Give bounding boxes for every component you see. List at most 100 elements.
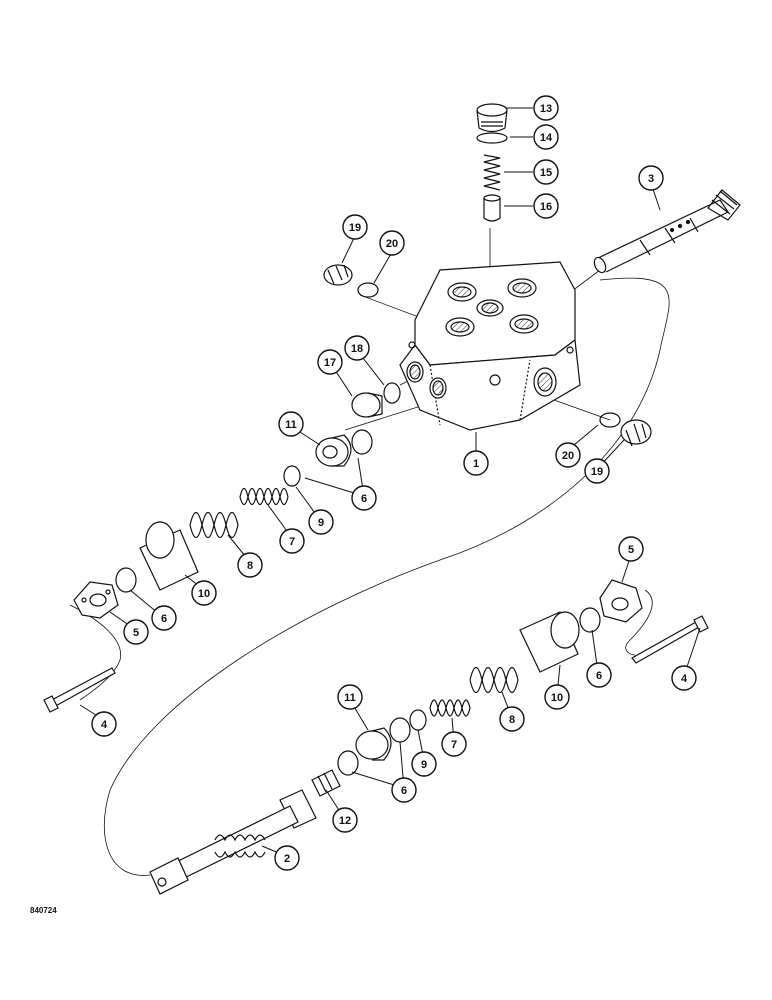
callout-markers: 13 14 15 16 3 19 20 17 18 11 1 20 19 6 9… (91, 95, 697, 871)
svg-text:7: 7 (451, 739, 457, 751)
o-ring-6-lower-extra (337, 750, 359, 776)
spring-7-upper (239, 487, 289, 506)
spool-3 (593, 189, 741, 274)
adapter-12 (311, 769, 341, 797)
plug-17 (351, 392, 383, 418)
o-ring-6-lower-outer (579, 607, 601, 633)
o-ring-20-lower (599, 412, 621, 428)
callout-2: 2 (274, 845, 300, 871)
svg-text:5: 5 (133, 627, 139, 639)
retainer-11-lower (355, 727, 392, 761)
callout-17: 17 (317, 349, 343, 375)
bolt-4-left (43, 667, 116, 713)
callouts (79, 107, 701, 857)
callout-6-upper-inner: 6 (351, 485, 377, 511)
svg-text:13: 13 (540, 103, 552, 115)
plug-19-upper (323, 264, 353, 286)
svg-text:4: 4 (681, 673, 688, 685)
svg-text:20: 20 (562, 450, 574, 462)
spring-8-lower (469, 666, 519, 694)
callout-16: 16 (533, 193, 559, 219)
o-ring-20-upper (357, 282, 379, 298)
svg-text:16: 16 (540, 201, 552, 213)
svg-text:2: 2 (284, 853, 290, 865)
poppet-16 (483, 194, 501, 222)
svg-text:6: 6 (161, 613, 167, 625)
svg-text:7: 7 (289, 536, 295, 548)
washer-9-upper (283, 465, 301, 487)
spring-15 (483, 154, 501, 191)
callout-5-upper: 5 (123, 619, 149, 645)
retainer-11-upper (315, 434, 352, 467)
callout-12: 12 (332, 807, 358, 833)
callout-20-lower: 20 (555, 442, 581, 468)
svg-text:4: 4 (101, 719, 108, 731)
spring-7-lower (429, 699, 471, 717)
callout-19-upper: 19 (342, 214, 368, 240)
sleeve-10-upper (139, 521, 199, 591)
svg-text:10: 10 (551, 692, 563, 704)
spool-assembly-2 (149, 789, 317, 895)
callout-18: 18 (344, 335, 370, 361)
svg-text:8: 8 (509, 714, 515, 726)
figure-id: 840724 (30, 906, 57, 915)
o-ring-18 (383, 382, 401, 404)
svg-text:14: 14 (540, 132, 553, 144)
callout-8-lower: 8 (499, 706, 525, 732)
valve-body-1 (399, 261, 581, 431)
callout-1: 1 (463, 450, 489, 476)
o-ring-6-upper-outer (115, 567, 137, 593)
callout-13: 13 (533, 95, 559, 121)
callout-9-upper: 9 (308, 509, 334, 535)
spring-8-upper (189, 511, 239, 539)
callout-9-lower: 9 (411, 751, 437, 777)
callout-15: 15 (533, 159, 559, 185)
svg-text:8: 8 (247, 560, 253, 572)
svg-text:5: 5 (628, 544, 634, 556)
assembly-guide-lines (69, 228, 670, 876)
callout-5-lower: 5 (618, 536, 644, 562)
svg-text:12: 12 (339, 815, 351, 827)
plug-19-lower (620, 419, 652, 447)
callout-6-upper-outer: 6 (151, 605, 177, 631)
svg-text:3: 3 (648, 173, 654, 185)
bolt-4-right (631, 615, 709, 664)
svg-text:15: 15 (540, 167, 552, 179)
callout-3: 3 (638, 165, 664, 191)
callout-14: 14 (533, 124, 559, 150)
svg-text:19: 19 (349, 222, 361, 234)
callout-8-upper: 8 (237, 552, 263, 578)
end-cap-5-upper (73, 581, 119, 619)
callout-11-upper: 11 (278, 411, 304, 437)
callout-10-lower: 10 (544, 684, 570, 710)
svg-text:20: 20 (386, 238, 398, 250)
sleeve-10-lower (519, 611, 580, 673)
svg-text:1: 1 (473, 458, 479, 470)
washer-9-lower (409, 709, 427, 731)
callout-11-lower: 11 (337, 684, 363, 710)
callout-4-left: 4 (91, 711, 117, 737)
svg-text:18: 18 (351, 343, 363, 355)
svg-text:9: 9 (421, 759, 427, 771)
end-cap-5-lower (599, 579, 643, 623)
svg-text:9: 9 (318, 517, 324, 529)
svg-text:19: 19 (591, 466, 603, 478)
svg-text:10: 10 (198, 588, 210, 600)
callout-6-lower-inner: 6 (391, 777, 417, 803)
svg-text:11: 11 (344, 692, 356, 704)
svg-text:6: 6 (596, 670, 602, 682)
svg-text:17: 17 (324, 357, 336, 369)
o-ring-6-lower-inner (389, 717, 411, 743)
svg-text:11: 11 (285, 419, 297, 431)
callout-20-upper: 20 (379, 230, 405, 256)
callout-7-upper: 7 (279, 528, 305, 554)
callout-19-lower: 19 (584, 458, 610, 484)
o-ring-6-upper-inner (351, 429, 373, 455)
svg-text:6: 6 (361, 493, 367, 505)
plug-13 (476, 103, 508, 133)
o-ring-14 (476, 132, 508, 144)
svg-text:6: 6 (401, 785, 407, 797)
callout-6-lower-outer: 6 (586, 662, 612, 688)
callout-7-lower: 7 (441, 731, 467, 757)
